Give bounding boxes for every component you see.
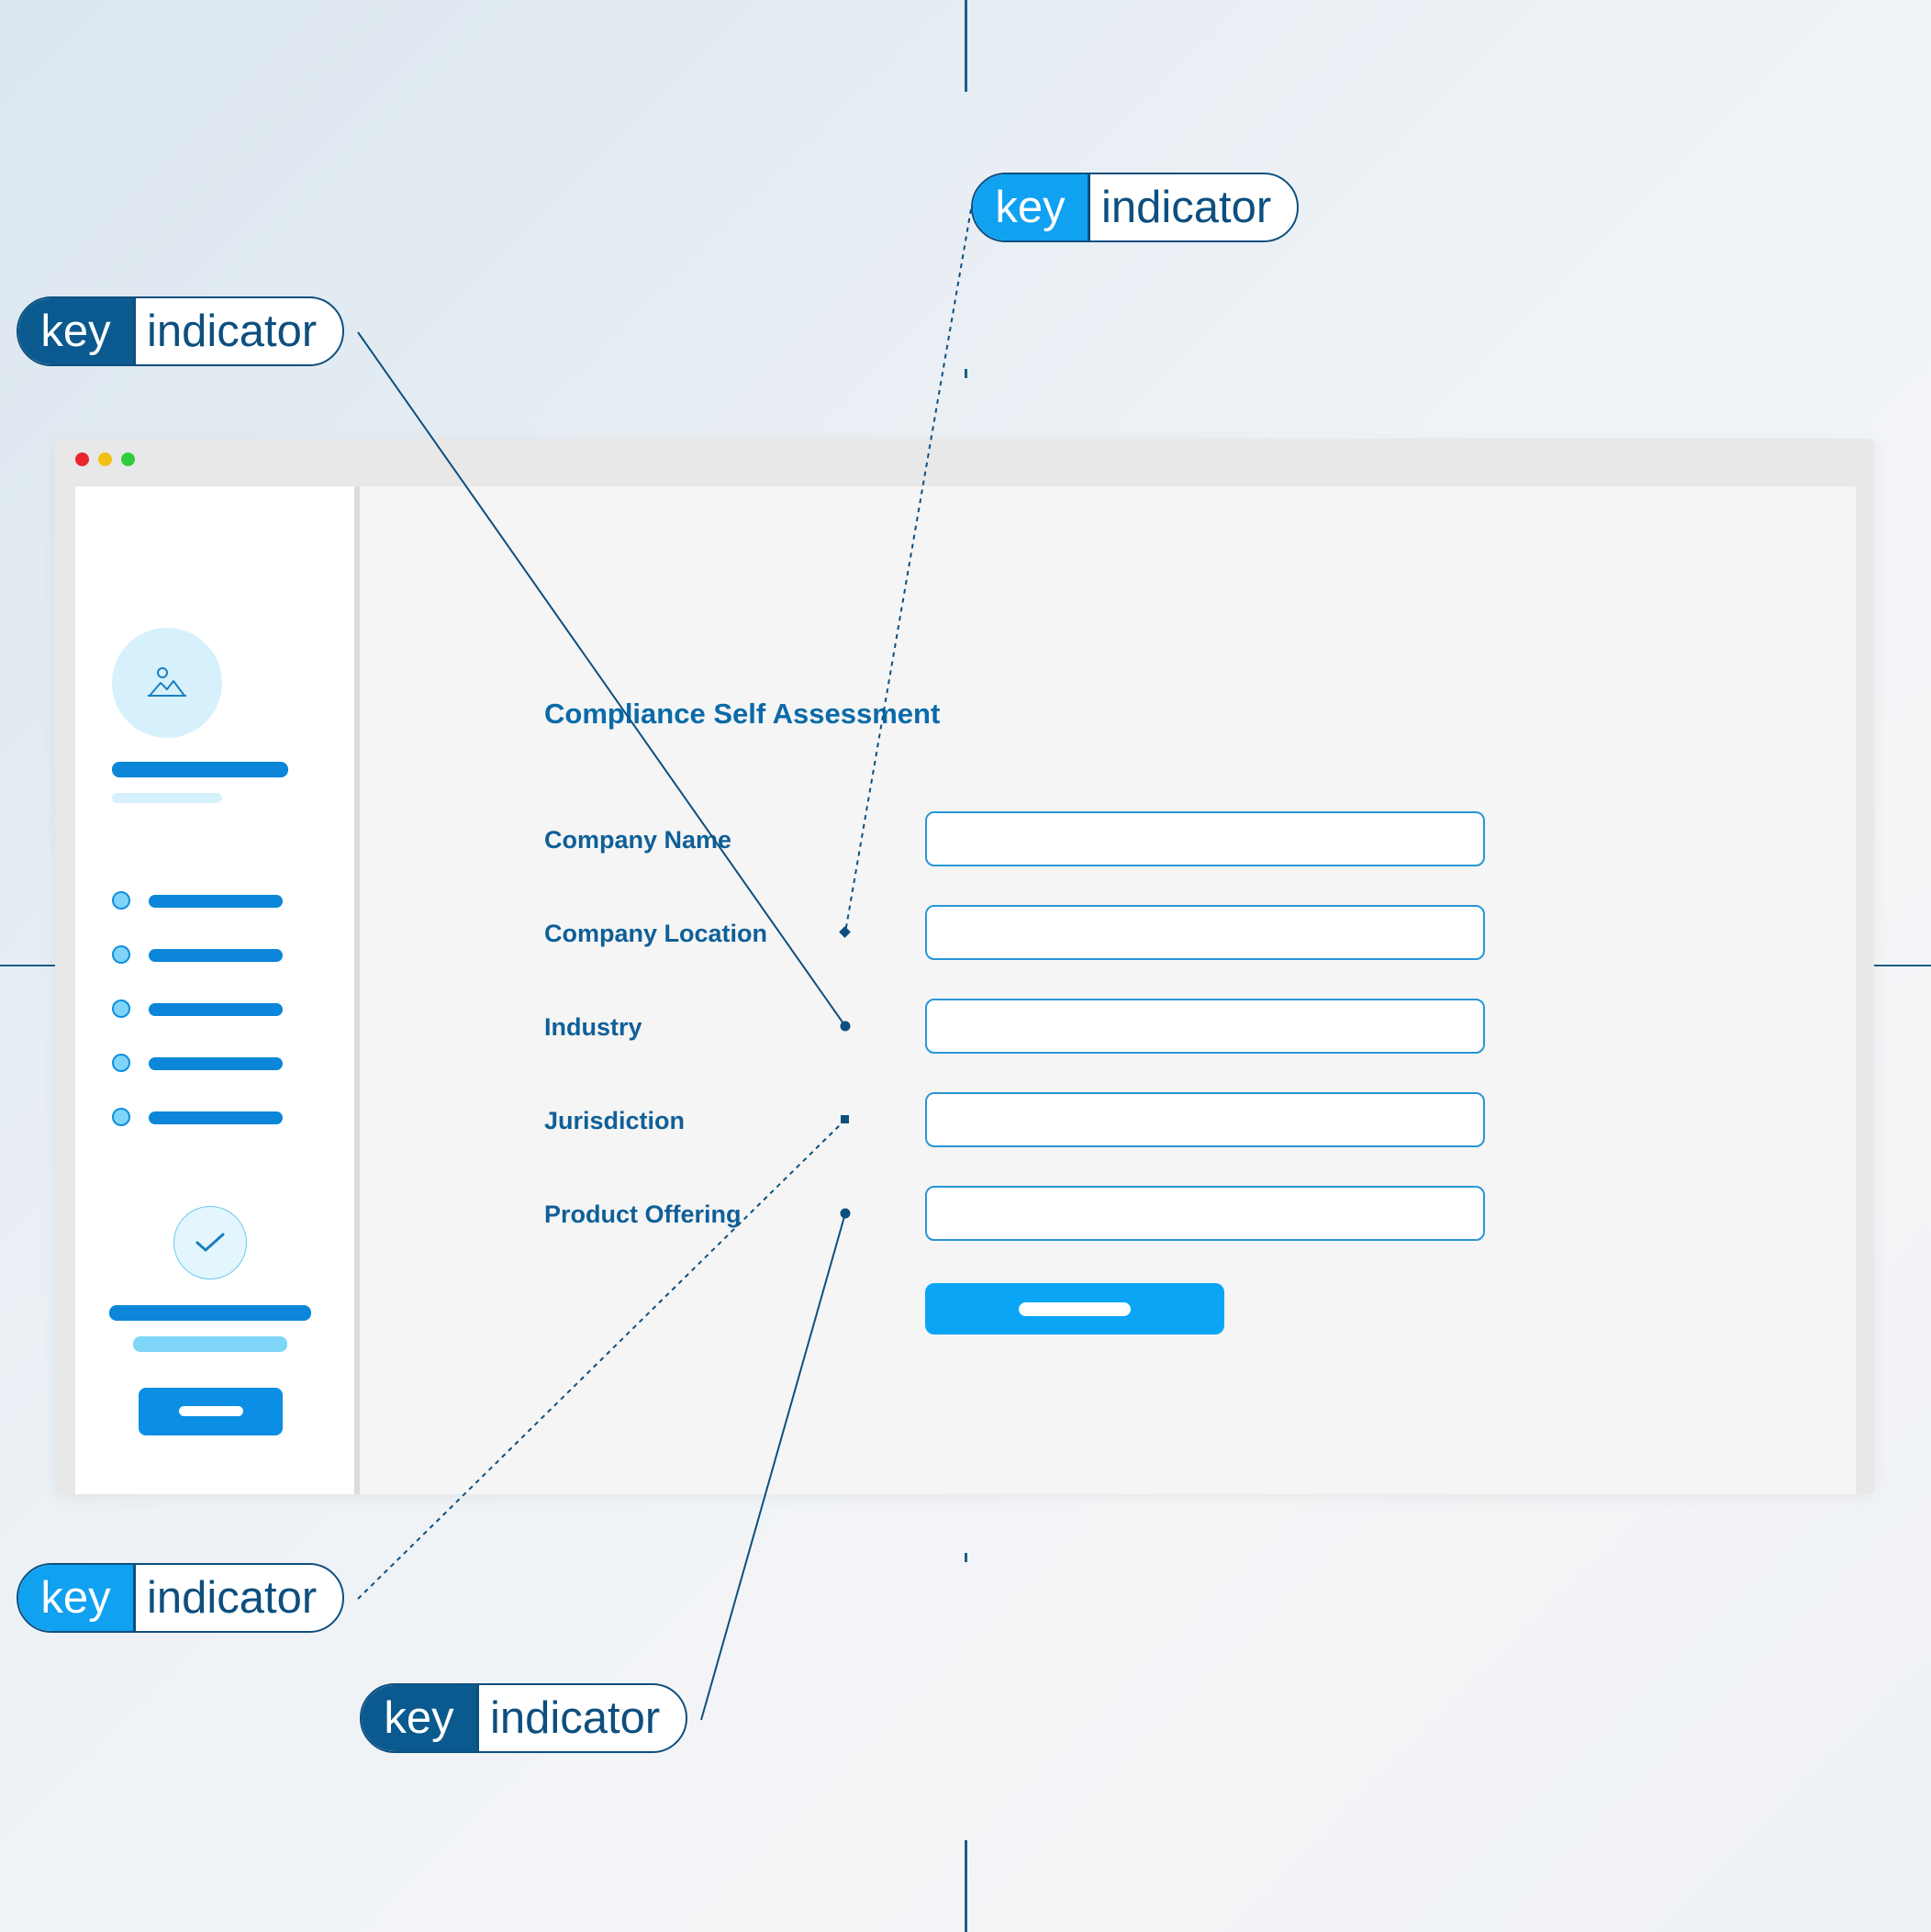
avatar[interactable]: [112, 628, 222, 738]
sidebar-nav-item[interactable]: [112, 1054, 296, 1076]
radio-icon: [112, 945, 130, 964]
key-indicator-callout: key indicator: [17, 296, 345, 366]
checkmark-icon: [195, 1233, 225, 1252]
sidebar-nav-item[interactable]: [112, 1000, 296, 1022]
status-title-placeholder: [109, 1305, 311, 1321]
sidebar-nav-item[interactable]: [112, 891, 296, 913]
nav-item-label-placeholder: [149, 1111, 283, 1124]
label-industry: Industry: [544, 1013, 642, 1041]
guide-right: [1839, 965, 1931, 966]
radio-icon: [112, 1000, 130, 1018]
connector-anchor: [841, 1115, 849, 1123]
confirm-status: [173, 1206, 247, 1279]
callout-key: key: [362, 1685, 479, 1751]
connector-line: [357, 331, 846, 1027]
callout-key: key: [973, 174, 1090, 240]
guide-bottom: [965, 1840, 967, 1932]
close-window-dot[interactable]: [75, 452, 89, 466]
key-indicator-callout: key indicator: [360, 1683, 688, 1753]
nav-item-label-placeholder: [149, 1003, 283, 1016]
connector-anchor: [839, 926, 851, 938]
sidebar: [75, 486, 360, 1494]
browser-window: Compliance Self Assessment Company Name …: [55, 439, 1874, 1494]
guide-top: [965, 0, 967, 92]
profile-subtitle-placeholder: [112, 793, 222, 803]
guide-left: [0, 965, 92, 966]
company-location-input[interactable]: [925, 905, 1485, 960]
nav-item-label-placeholder: [149, 1057, 283, 1070]
main-panel: Compliance Self Assessment Company Name …: [360, 486, 1856, 1494]
label-jurisdiction: Jurisdiction: [544, 1107, 686, 1134]
form-title: Compliance Self Assessment: [544, 698, 941, 730]
label-company-name: Company Name: [544, 826, 732, 854]
radio-icon: [112, 1108, 130, 1126]
callout-value: indicator: [490, 1693, 661, 1743]
key-indicator-callout: key indicator: [971, 173, 1300, 242]
maximize-window-dot[interactable]: [121, 452, 135, 466]
label-product-offering: Product Offering: [544, 1201, 742, 1228]
callout-value: indicator: [1101, 183, 1272, 232]
image-icon: [148, 667, 186, 697]
connector-line: [357, 1119, 846, 1600]
guide-tick: [965, 1553, 967, 1562]
radio-icon: [112, 891, 130, 910]
callout-key: key: [18, 298, 136, 364]
sidebar-nav-item[interactable]: [112, 945, 296, 967]
radio-icon: [112, 1054, 130, 1072]
callout-key: key: [18, 1565, 136, 1631]
label-company-location: Company Location: [544, 920, 768, 947]
nav-item-label-placeholder: [149, 895, 283, 908]
minimize-window-dot[interactable]: [98, 452, 112, 466]
callout-value: indicator: [147, 307, 318, 356]
nav-item-label-placeholder: [149, 949, 283, 962]
industry-input[interactable]: [925, 999, 1485, 1054]
company-name-input[interactable]: [925, 811, 1485, 866]
product-offering-input[interactable]: [925, 1186, 1485, 1241]
connector-line: [700, 1212, 846, 1721]
profile-name-placeholder: [112, 762, 288, 777]
connector-anchor: [840, 1021, 851, 1032]
connector-line: [844, 208, 972, 933]
guide-tick: [965, 369, 967, 378]
callout-value: indicator: [147, 1573, 318, 1623]
connector-anchor: [840, 1208, 851, 1219]
jurisdiction-input[interactable]: [925, 1092, 1485, 1147]
sidebar-nav-item[interactable]: [112, 1108, 296, 1130]
key-indicator-callout: key indicator: [17, 1563, 345, 1633]
sidebar-action-button[interactable]: [139, 1388, 283, 1435]
submit-button[interactable]: [925, 1283, 1224, 1335]
status-subtitle-placeholder: [133, 1336, 287, 1352]
